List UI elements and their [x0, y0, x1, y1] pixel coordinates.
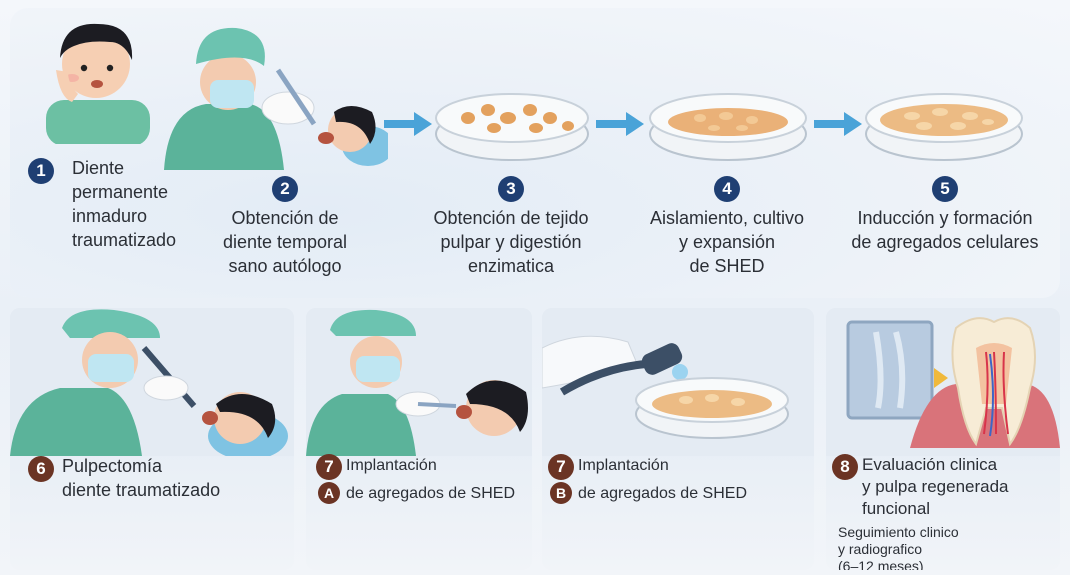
step-7a-label-line: de agregados de SHED — [346, 482, 532, 506]
implantation-b-illustration — [542, 308, 814, 456]
arrow-right-icon — [814, 112, 862, 136]
step-5-label-line: de agregados celulares — [826, 230, 1064, 254]
step-3-label-line: enzimatica — [400, 254, 622, 278]
dentist-extraction-illustration — [158, 20, 388, 180]
pulpectomy-illustration — [10, 308, 294, 456]
petri-dish-tissue-icon — [432, 88, 592, 164]
step-2-label-line: diente temporal — [200, 230, 370, 254]
step-number-badge: 6 — [28, 456, 54, 482]
step-5-label-line: Inducción y formación — [826, 206, 1064, 230]
petri-dish-aggregates-icon — [862, 88, 1026, 164]
step-number-badge: 3 — [498, 176, 524, 202]
step-8-note-line: Seguimiento clinico — [838, 524, 1038, 541]
step-8-label-line: Evaluación clinica — [862, 454, 1060, 476]
step-number-badge: 1 — [28, 158, 54, 184]
step-7a-label-line: Implantación — [346, 454, 532, 478]
panel-step-8: 8 Evaluación clinica y pulpa regenerada … — [826, 308, 1060, 570]
step-letter-badge: A — [318, 482, 340, 504]
step-number-badge: 2 — [272, 176, 298, 202]
step-8-label-line: y pulpa regenerada — [862, 476, 1060, 498]
step-7b-label-line: Implantación — [578, 454, 814, 478]
radiograph-and-tooth-illustration — [826, 308, 1060, 456]
step-number-badge: 7 — [548, 454, 574, 480]
implantation-a-illustration — [306, 308, 532, 456]
step-6-label-line: Pulpectomía — [62, 454, 282, 478]
step-1-label-line: permanente — [72, 180, 232, 204]
step-2-label-line: Obtención de — [200, 206, 370, 230]
step-3-label-line: Obtención de tejido — [400, 206, 622, 230]
panel-step-7b: 7 B Implantación de agregados de SHED — [542, 308, 814, 570]
step-2-label-line: sano autólogo — [200, 254, 370, 278]
step-number-badge: 7 — [316, 454, 342, 480]
step-letter-badge: B — [550, 482, 572, 504]
panel-step-7a: 7 A Implantación de agregados de SHED — [306, 308, 532, 570]
step-4-label-line: y expansión — [622, 230, 832, 254]
arrow-right-icon — [596, 112, 644, 136]
petri-dish-culture-icon — [646, 88, 810, 164]
step-4-label-line: Aislamiento, cultivo — [622, 206, 832, 230]
step-6-label-line: diente traumatizado — [62, 478, 282, 502]
step-number-badge: 5 — [932, 176, 958, 202]
step-number-badge: 4 — [714, 176, 740, 202]
step-number-badge: 8 — [832, 454, 858, 480]
step-3-label-line: pulpar y digestión — [400, 230, 622, 254]
step-4-label-line: de SHED — [622, 254, 832, 278]
step-8-note-line: (6–12 meses) — [838, 558, 1038, 570]
step-8-note-line: y radiografico — [838, 541, 1038, 558]
child-patient-illustration — [38, 12, 156, 144]
step-7b-label-line: de agregados de SHED — [578, 482, 814, 506]
arrow-right-icon — [384, 112, 432, 136]
panel-step-6: 6 Pulpectomía diente traumatizado — [10, 308, 294, 570]
step-8-label-line: funcional — [862, 498, 1060, 520]
